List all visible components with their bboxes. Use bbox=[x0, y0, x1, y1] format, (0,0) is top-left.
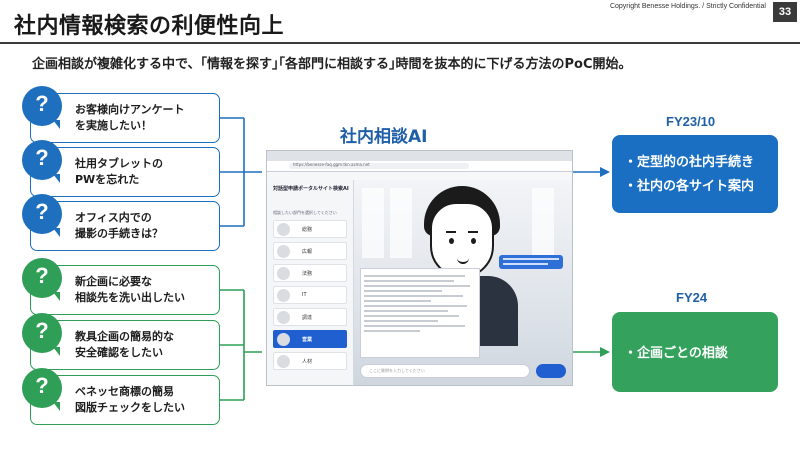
page-number: 33 bbox=[773, 2, 797, 22]
department-item: 人材 bbox=[273, 352, 347, 370]
outcome-item: ・企画ごとの相談 bbox=[624, 346, 728, 361]
fy-label: FY23/10 bbox=[666, 114, 716, 129]
question-text: ベネッセ商標の簡易図版チェックをしたい bbox=[75, 385, 185, 414]
department-item: 広報 bbox=[273, 242, 347, 260]
outcome-box-fy24: ・企画ごとの相談 bbox=[612, 312, 778, 392]
avatar-icon bbox=[277, 289, 290, 302]
avatar-icon bbox=[277, 311, 290, 324]
question-text: お客様向けアンケートを実施したい！ bbox=[75, 103, 185, 132]
copyright-notice: Copyright Benesse Holdings. / Strictly C… bbox=[609, 3, 766, 10]
browser-url: https://benesse-faq.ggm.tkn.azma.net bbox=[293, 162, 370, 167]
department-item: 調達 bbox=[273, 308, 347, 326]
question-text: 教具企画の簡易的な安全確認をしたい bbox=[75, 330, 174, 359]
page-title: 社内情報検索の利便性向上 bbox=[14, 14, 285, 39]
user-message-bubble bbox=[499, 255, 563, 269]
question-text: オフィス内での撮影の手続きは？ bbox=[75, 211, 163, 240]
question-mark-icon: ? bbox=[22, 258, 62, 301]
question-mark-icon: ? bbox=[22, 140, 62, 183]
question-mark-icon: ? bbox=[22, 313, 62, 356]
ai-app-screenshot: https://benesse-faq.ggm.tkn.azma.net 対話型… bbox=[266, 150, 573, 386]
question-mark-icon: ? bbox=[22, 86, 62, 129]
avatar-icon bbox=[277, 355, 290, 368]
assistant-avatar-icon bbox=[430, 202, 494, 278]
chat-area: ここに質問を入力してください bbox=[354, 180, 572, 385]
browser-tabs bbox=[267, 151, 572, 161]
department-item: IT bbox=[273, 286, 347, 304]
outcome-item: ・定型的の社内手続き bbox=[624, 155, 755, 170]
app-hint: 相談したい部門を選択してください bbox=[273, 210, 337, 215]
chat-input: ここに質問を入力してください bbox=[360, 364, 530, 378]
send-button bbox=[536, 364, 566, 378]
department-sidebar: 対話型申請ポータルサイト検索AI 相談したい部門を選択してください 総務 広報 … bbox=[267, 180, 354, 385]
avatar-icon bbox=[277, 267, 290, 280]
ai-label: 社内相談AI bbox=[340, 127, 428, 147]
fy-label: FY24 bbox=[676, 290, 708, 305]
department-item-active: 営業 bbox=[273, 330, 347, 348]
question-mark-icon: ? bbox=[22, 368, 62, 411]
chat-response bbox=[360, 268, 480, 358]
outcome-box-fy23: ・定型的の社内手続き ・社内の各サイト案内 bbox=[612, 135, 778, 213]
question-text: 新企画に必要な相談先を洗い出したい bbox=[75, 275, 185, 304]
browser-address-bar: https://benesse-faq.ggm.tkn.azma.net bbox=[267, 161, 572, 172]
department-item: 法務 bbox=[273, 264, 347, 282]
avatar-icon bbox=[277, 333, 290, 346]
avatar-icon bbox=[277, 223, 290, 236]
app-header: 対話型申請ポータルサイト検索AI bbox=[273, 186, 349, 192]
outcome-item: ・社内の各サイト案内 bbox=[624, 179, 755, 194]
title-divider bbox=[0, 42, 800, 44]
subtitle: 企画相談が複雑化する中で、｢情報を探す｣｢各部門に相談する｣時間を抜本的に下げる… bbox=[32, 57, 632, 72]
avatar-icon bbox=[277, 245, 290, 258]
question-mark-icon: ? bbox=[22, 194, 62, 237]
department-item: 総務 bbox=[273, 220, 347, 238]
